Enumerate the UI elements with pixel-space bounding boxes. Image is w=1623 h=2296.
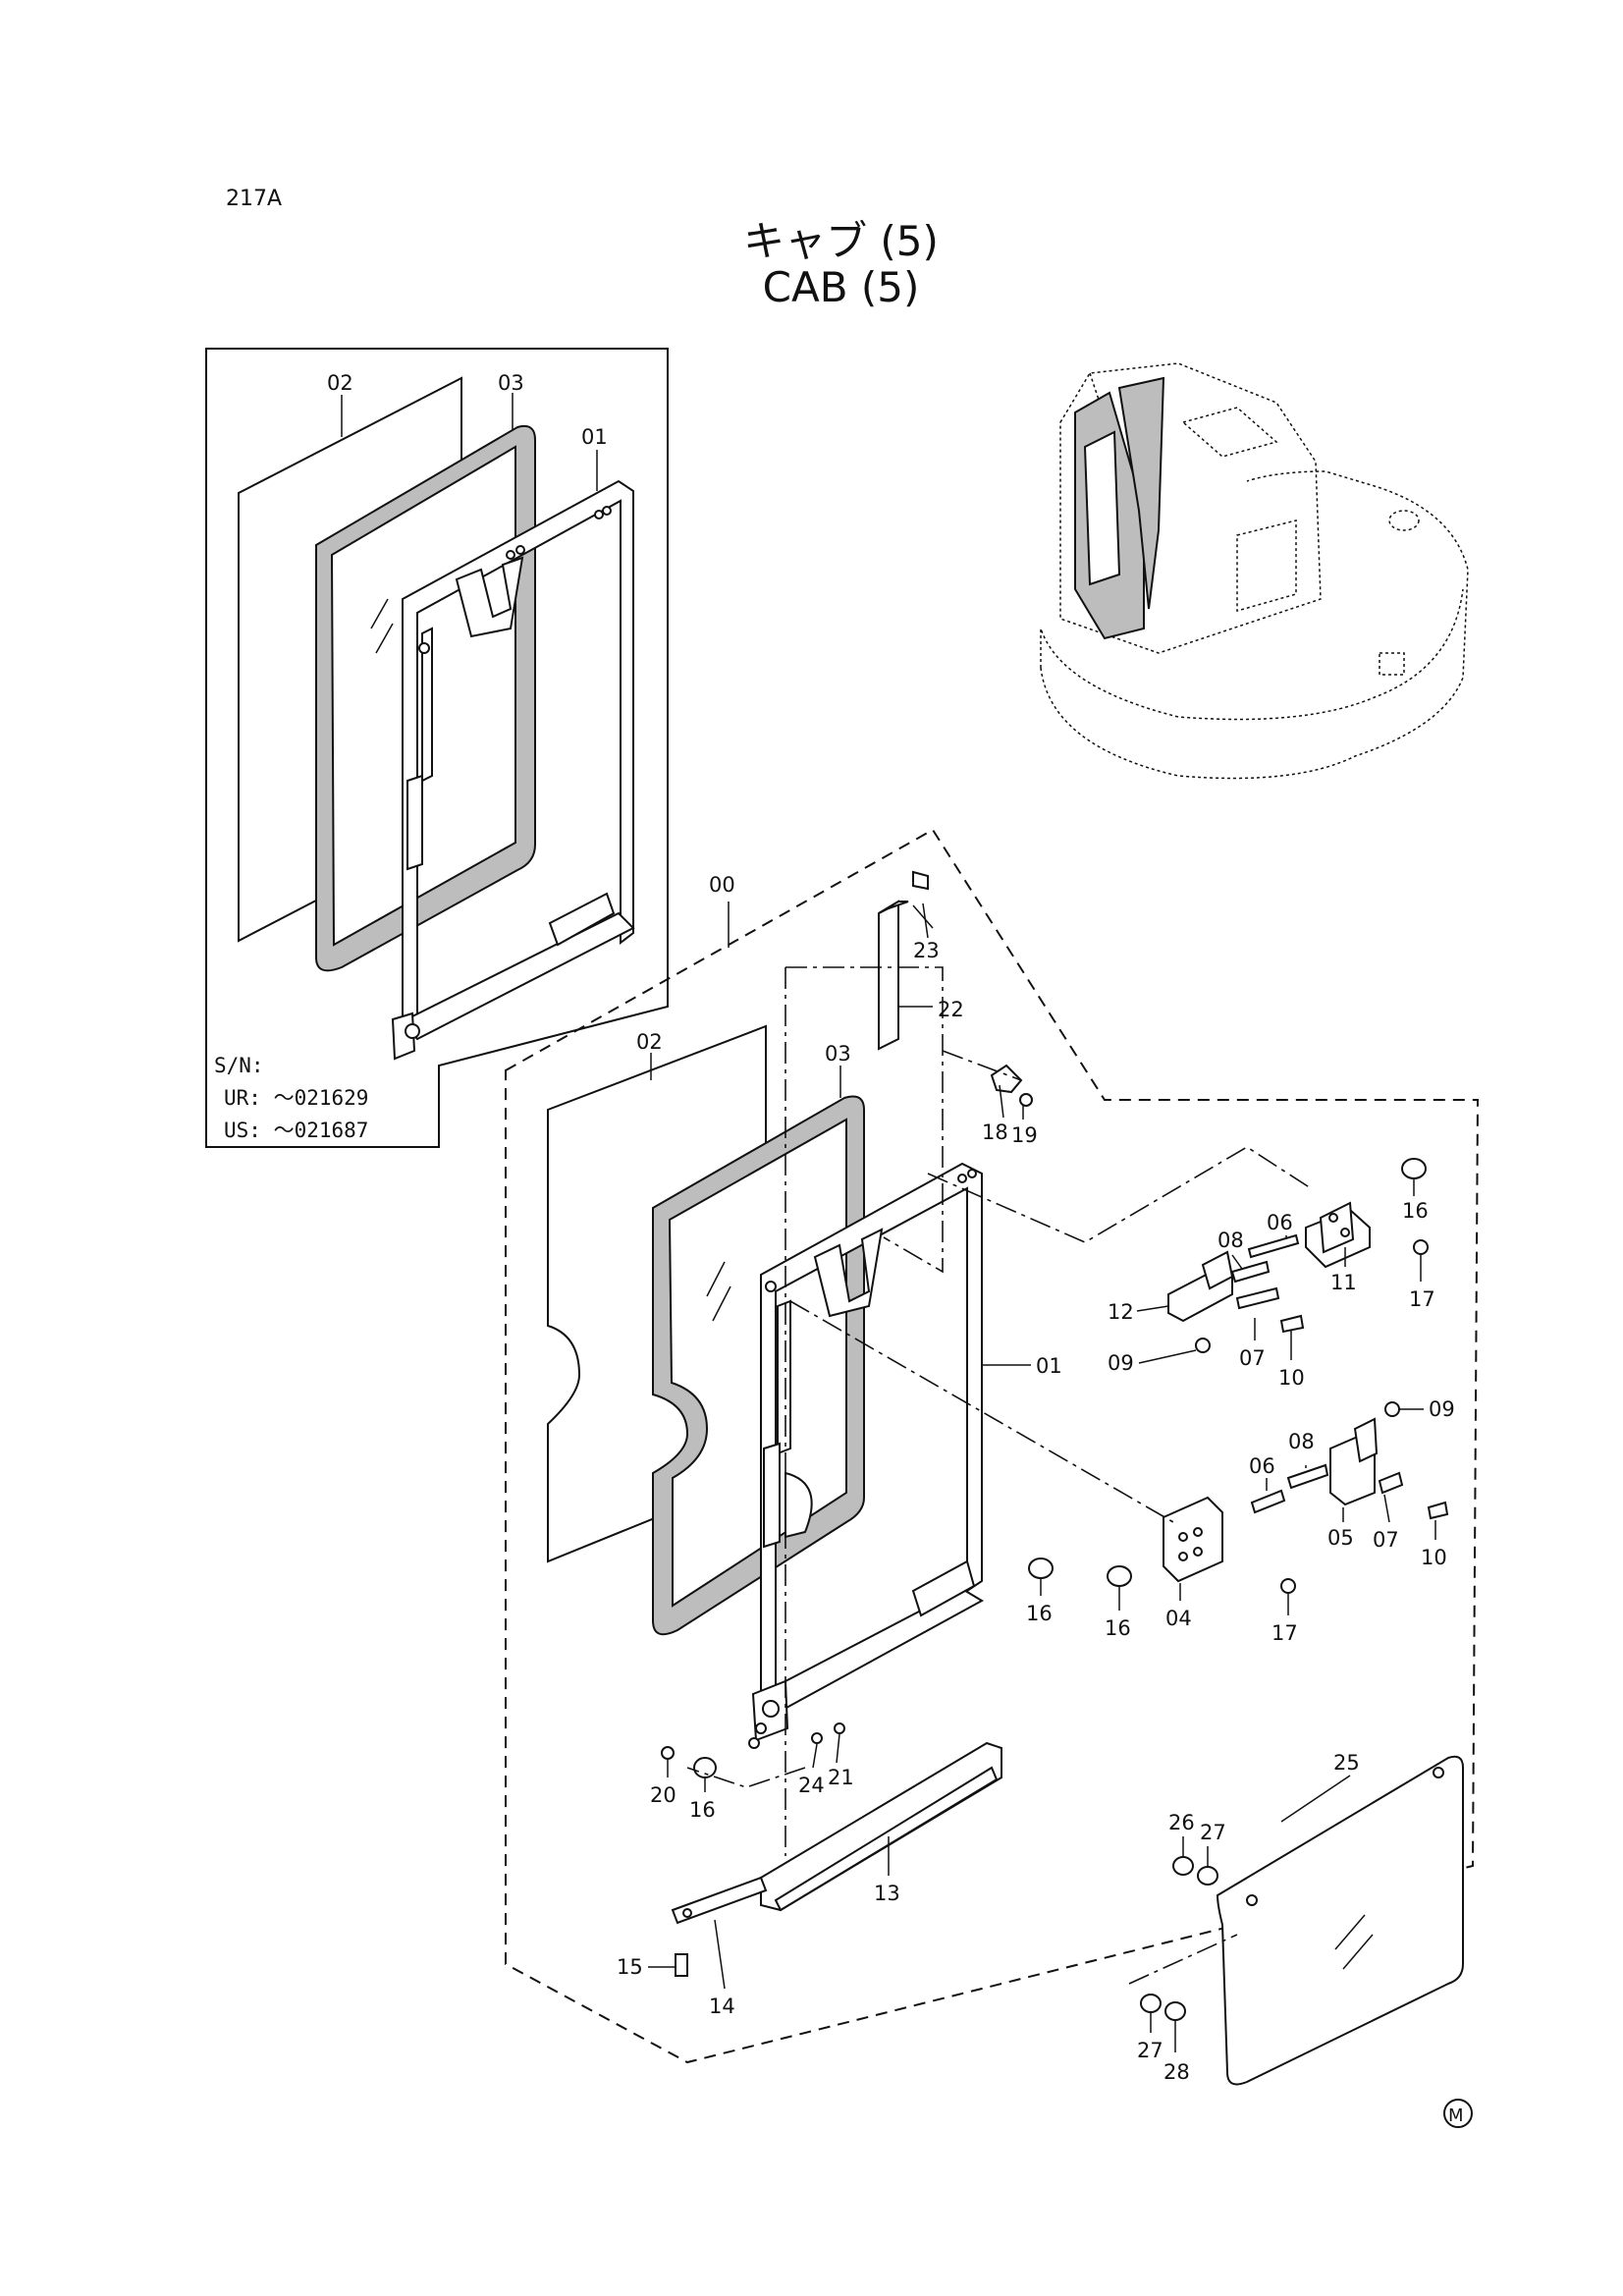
callout-06-mid: 06 [1249,1454,1275,1478]
callout-16-bottom: 16 [689,1798,716,1822]
machine-illustration [1040,362,1469,780]
callout-13: 13 [874,1882,900,1905]
callout-04: 04 [1165,1607,1192,1630]
callout-09-right: 09 [1429,1397,1455,1421]
callout-16-hinge: 16 [1105,1616,1131,1640]
callout-22: 22 [938,998,964,1021]
callout-27-top: 27 [1200,1821,1226,1844]
callout-24: 24 [798,1774,825,1797]
callout-06-top: 06 [1267,1211,1293,1234]
callout-07-mid: 07 [1373,1528,1399,1552]
title-japanese: キャブ (5) [743,217,939,265]
callout-11: 11 [1330,1271,1357,1294]
callout-17-top: 17 [1409,1287,1435,1311]
callout-20: 20 [650,1783,676,1807]
callout-26: 26 [1168,1811,1195,1834]
callout-08-mid: 08 [1288,1430,1315,1453]
callout-18: 18 [982,1121,1008,1144]
callout-03: 03 [825,1042,851,1066]
inset-callout-02: 02 [327,371,353,395]
leaders [648,902,1436,2052]
main-assembly [547,870,1464,2086]
callout-00: 00 [709,873,735,897]
callout-17-mid: 17 [1271,1621,1298,1645]
page-code: 217A [226,187,283,211]
callout-12: 12 [1108,1300,1134,1324]
callout-10-top: 10 [1278,1366,1305,1390]
callout-27-bottom: 27 [1137,2039,1163,2062]
title-english: CAB (5) [762,263,920,311]
serial-ur: UR: ～021629 [224,1086,368,1110]
callout-16-frame: 16 [1026,1602,1053,1625]
inset-box: 02 03 01 S/N: UR: ～021629 US: ～021687 [205,348,669,1148]
panel-25 [1216,1755,1464,2086]
inset-callout-01: 01 [581,425,608,449]
serial-heading: S/N: [214,1054,264,1077]
callout-23: 23 [913,939,940,962]
corner-mark: M [1443,2099,1473,2128]
callout-01: 01 [1036,1354,1062,1378]
callout-15: 15 [617,1955,643,1979]
callout-05: 05 [1327,1526,1354,1550]
serial-us: US: ～021687 [224,1119,368,1142]
assembly-boundary [505,828,1480,2064]
callout-25: 25 [1333,1751,1360,1775]
callouts: 23 22 02 03 01 18 19 16 17 08 06 11 12 0… [617,939,1455,2084]
phantom-lines [686,966,1312,1985]
callout-07-top: 07 [1239,1346,1266,1370]
inset-callout-03: 03 [498,371,524,395]
callout-16-top: 16 [1402,1199,1429,1223]
callout-10-mid: 10 [1421,1546,1447,1569]
callout-28: 28 [1163,2060,1190,2084]
callout-09-left: 09 [1108,1351,1134,1375]
callout-08-top: 08 [1217,1229,1244,1252]
callout-02: 02 [636,1030,663,1054]
callout-21: 21 [828,1766,854,1789]
callout-14: 14 [709,1995,735,2018]
callout-19: 19 [1011,1123,1038,1147]
corner-mark-letter: M [1448,2105,1464,2126]
